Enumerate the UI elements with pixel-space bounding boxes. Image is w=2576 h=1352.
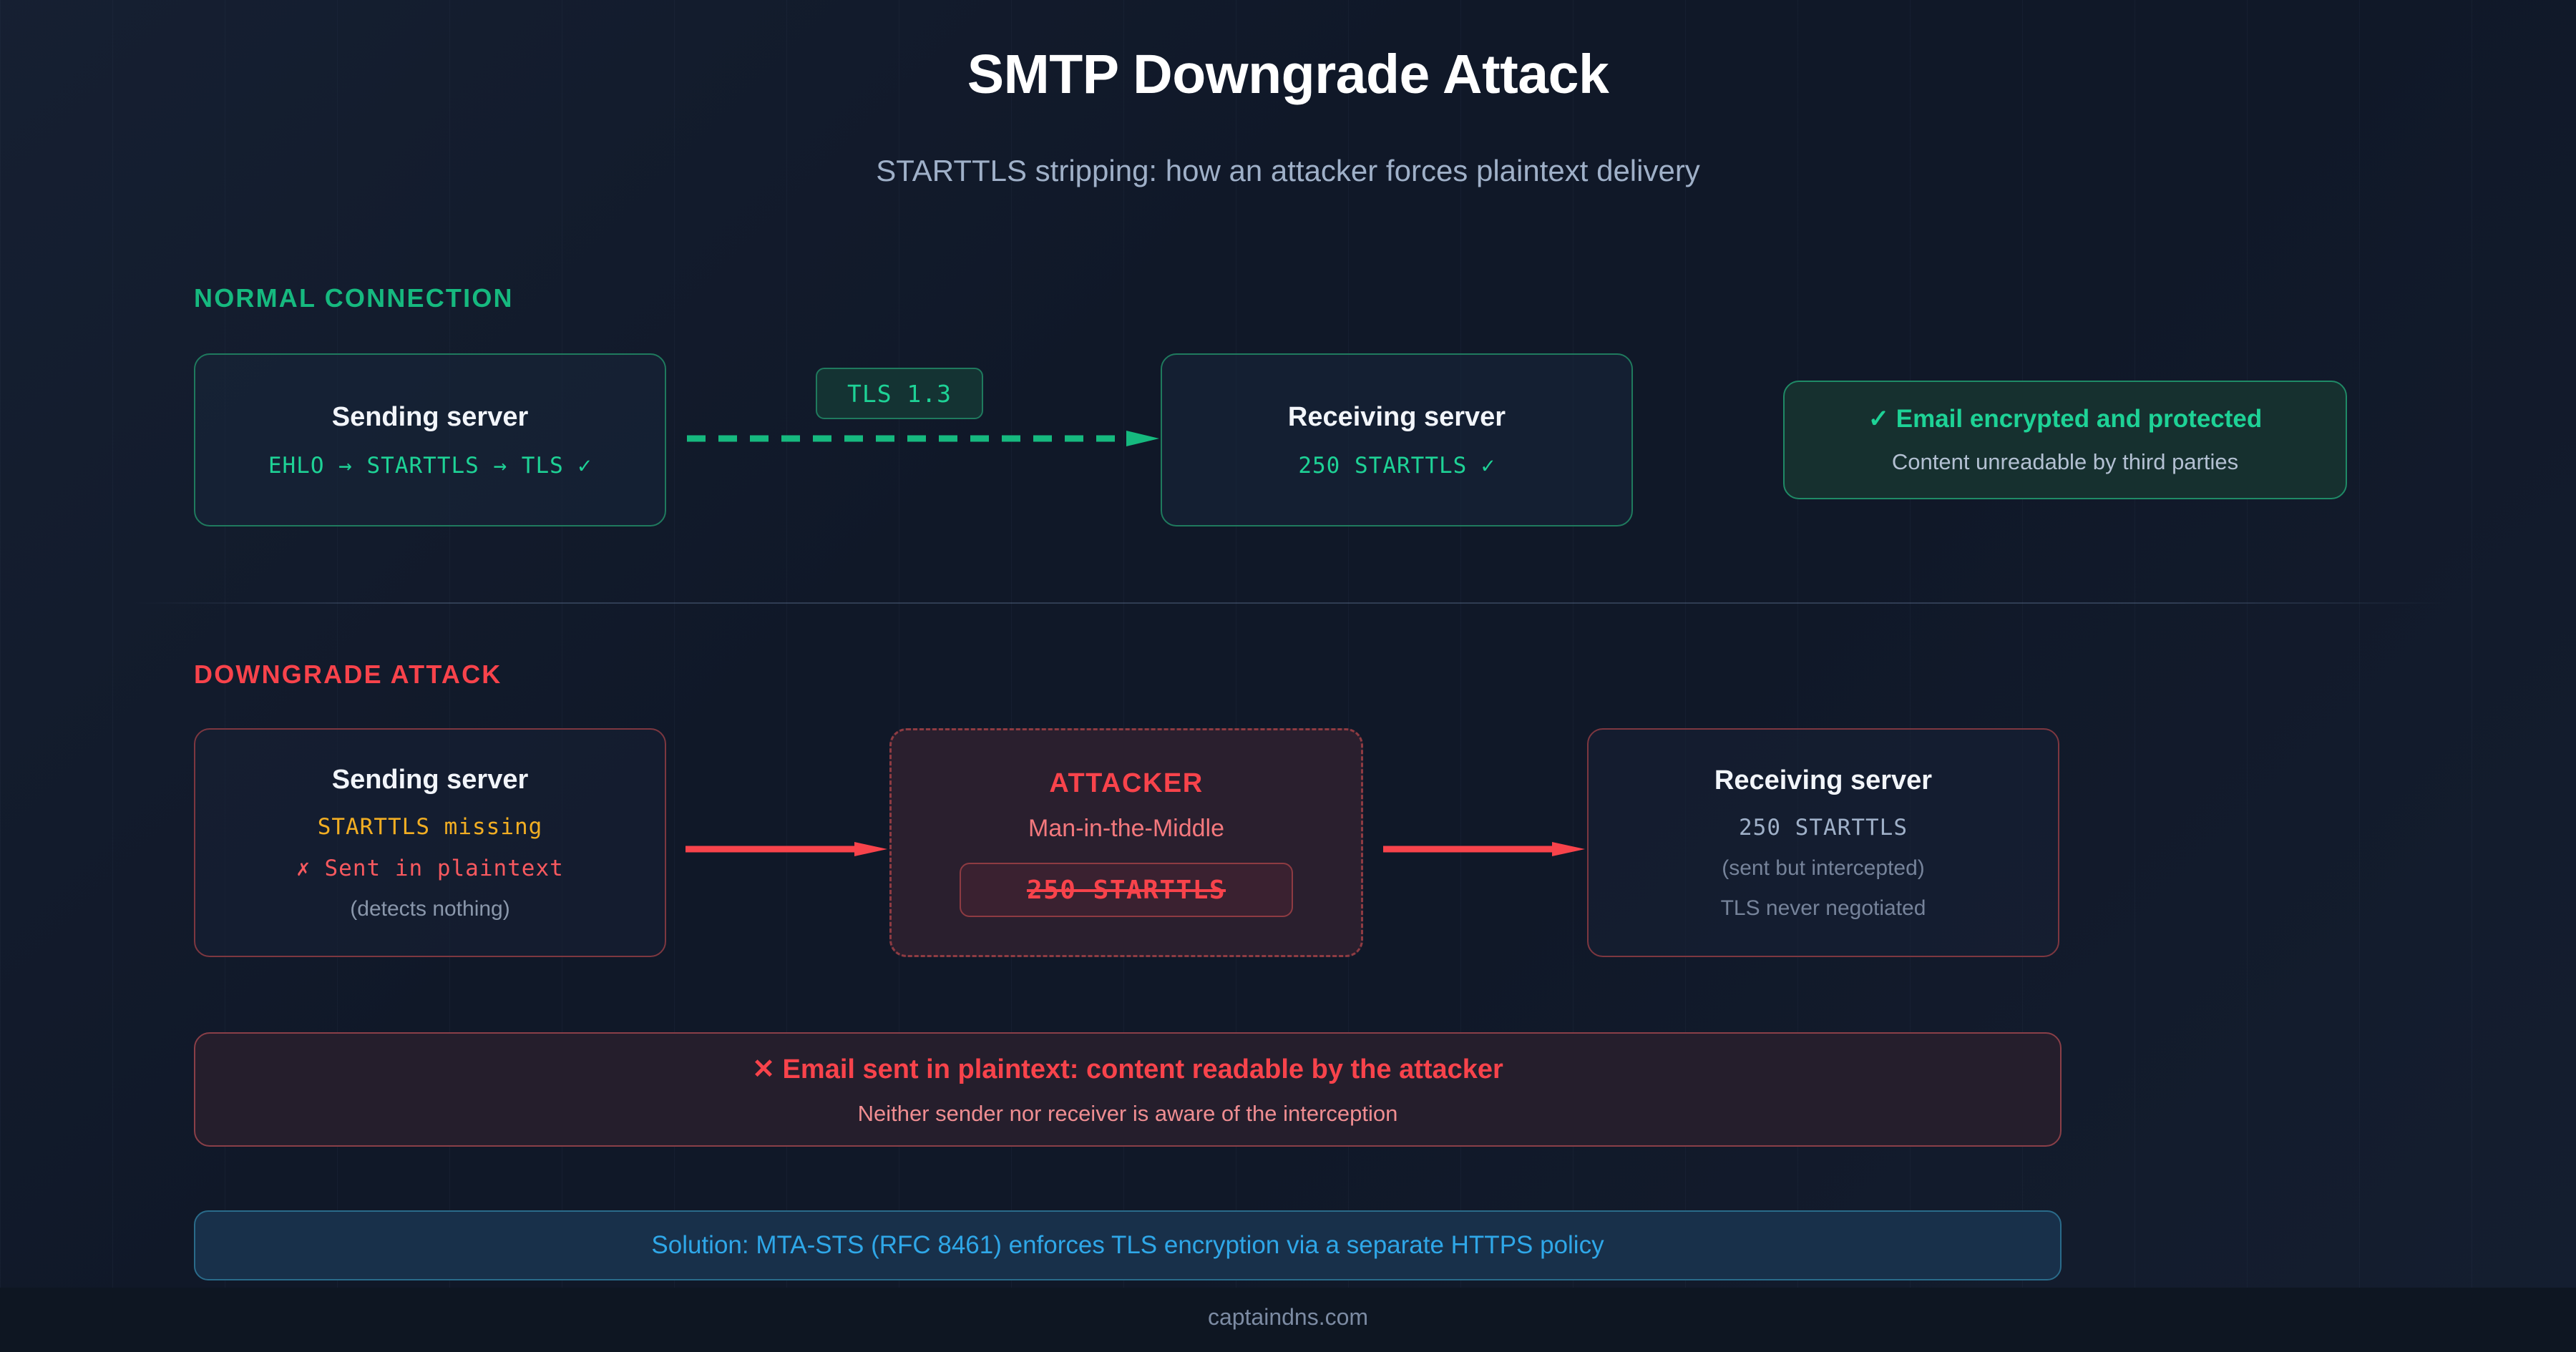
plaintext-result-banner: ✕ Email sent in plaintext: content reada… <box>194 1032 2062 1147</box>
section-label-normal: NORMAL CONNECTION <box>194 283 514 313</box>
attack-sending-server-title: Sending server <box>331 764 529 795</box>
attack-receiving-server-node: Receiving server 250 STARTTLS (sent but … <box>1587 728 2059 957</box>
page-title: SMTP Downgrade Attack <box>967 44 1609 105</box>
attack-receiving-server-title: Receiving server <box>1714 765 1933 795</box>
encrypted-result-headline: ✓ Email encrypted and protected <box>1868 405 2263 433</box>
section-label-attack: DOWNGRADE ATTACK <box>194 660 502 689</box>
tls-version-badge: TLS 1.3 <box>816 368 983 419</box>
section-divider <box>132 602 2447 604</box>
attacker-node: ATTACKER Man-in-the-Middle 250 STARTTLS <box>889 728 1363 957</box>
attacker-stripped-command-chip: 250 STARTTLS <box>960 863 1293 917</box>
attack-sending-server-plaintext-warning: ✗ Sent in plaintext <box>296 855 564 881</box>
attacker-subtitle: Man-in-the-Middle <box>1028 815 1224 842</box>
footer-band <box>0 1288 2576 1352</box>
attack-sending-server-missing-starttls: STARTTLS missing <box>317 813 543 840</box>
attack-arrow-sender-to-attacker-icon <box>686 842 887 856</box>
page-subtitle: STARTTLS stripping: how an attacker forc… <box>876 154 1700 187</box>
attack-receiving-server-response: 250 STARTTLS <box>1739 814 1908 841</box>
attacker-title: ATTACKER <box>1049 768 1204 798</box>
tls-dashed-arrow-icon <box>687 431 1159 446</box>
encrypted-result-banner: ✓ Email encrypted and protected Content … <box>1783 381 2347 499</box>
solution-banner: Solution: MTA-STS (RFC 8461) enforces TL… <box>194 1210 2062 1280</box>
normal-receiving-server-node: Receiving server 250 STARTTLS ✓ <box>1161 353 1633 526</box>
encrypted-result-detail: Content unreadable by third parties <box>1891 449 2239 474</box>
footer-source: captaindns.com <box>1207 1304 1369 1330</box>
normal-receiving-server-title: Receiving server <box>1287 401 1506 432</box>
attack-sending-server-node: Sending server STARTTLS missing ✗ Sent i… <box>194 728 666 957</box>
normal-sending-server-node: Sending server EHLO → STARTTLS → TLS ✓ <box>194 353 666 526</box>
plaintext-result-headline: ✕ Email sent in plaintext: content reada… <box>752 1054 1503 1084</box>
normal-sending-server-protocol: EHLO → STARTTLS → TLS ✓ <box>268 452 592 479</box>
attack-receiving-server-no-tls-note: TLS never negotiated <box>1720 896 1926 920</box>
normal-receiving-server-response: 250 STARTTLS ✓ <box>1298 452 1496 479</box>
attack-receiving-server-intercepted-note: (sent but intercepted) <box>1722 856 1925 880</box>
attack-arrow-attacker-to-receiver-icon <box>1383 842 1585 856</box>
normal-sending-server-title: Sending server <box>331 401 529 432</box>
plaintext-result-detail: Neither sender nor receiver is aware of … <box>857 1100 1398 1126</box>
attack-sending-server-detects-nothing: (detects nothing) <box>350 896 510 921</box>
